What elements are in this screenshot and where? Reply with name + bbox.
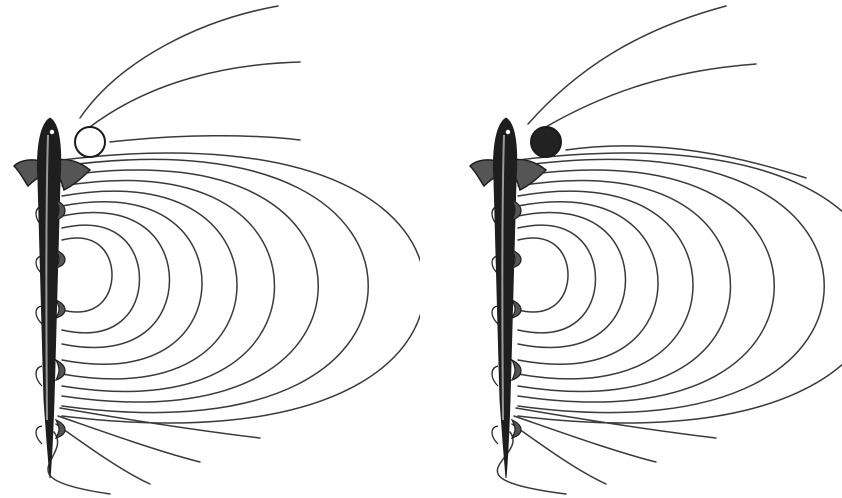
lower-field-line-4 xyxy=(48,432,110,494)
ventral-fin-4 xyxy=(56,360,65,380)
loop-field-line-8 xyxy=(62,159,368,412)
fish-body xyxy=(470,118,546,478)
fish-eye xyxy=(506,130,510,134)
upper-field-line-2 xyxy=(86,62,300,130)
loop-field-line-7 xyxy=(518,170,774,402)
fish-body xyxy=(14,118,90,478)
loop-field-line-9 xyxy=(62,153,420,423)
ventral-fin-3 xyxy=(512,300,521,318)
dorsal-fin-4 xyxy=(492,366,498,386)
ventral-fin-5 xyxy=(512,420,521,438)
dorsal-fin-5 xyxy=(492,426,498,444)
fish-eye xyxy=(50,130,54,134)
upper-field-line-3 xyxy=(110,136,300,142)
dorsal-fin-5 xyxy=(36,426,42,444)
loop-field-line-5 xyxy=(518,191,693,379)
conductive-object xyxy=(75,127,105,157)
field-lines xyxy=(497,6,842,494)
ventral-fin-5 xyxy=(56,420,65,438)
loop-field-line-1 xyxy=(62,238,112,312)
ventral-fin-3 xyxy=(56,300,65,318)
loop-field-line-8 xyxy=(518,159,824,412)
nonconductive-object xyxy=(531,127,561,157)
lower-field-line-3 xyxy=(512,424,606,484)
ventral-fin-4 xyxy=(512,360,521,380)
loop-field-line-1 xyxy=(518,238,568,312)
loop-field-line-2 xyxy=(62,225,140,333)
panel-left xyxy=(0,0,420,498)
upper-field-line-1 xyxy=(528,6,726,124)
dorsal-fin-4 xyxy=(36,366,42,386)
field-lines xyxy=(48,6,420,494)
loop-field-line-2 xyxy=(518,225,596,333)
loop-field-line-5 xyxy=(62,191,237,379)
loop-field-line-7 xyxy=(62,170,318,402)
panel-right xyxy=(440,0,842,498)
lower-field-line-3 xyxy=(56,424,150,484)
upper-field-line-2 xyxy=(534,64,756,134)
upper-field-line-1 xyxy=(80,6,278,118)
